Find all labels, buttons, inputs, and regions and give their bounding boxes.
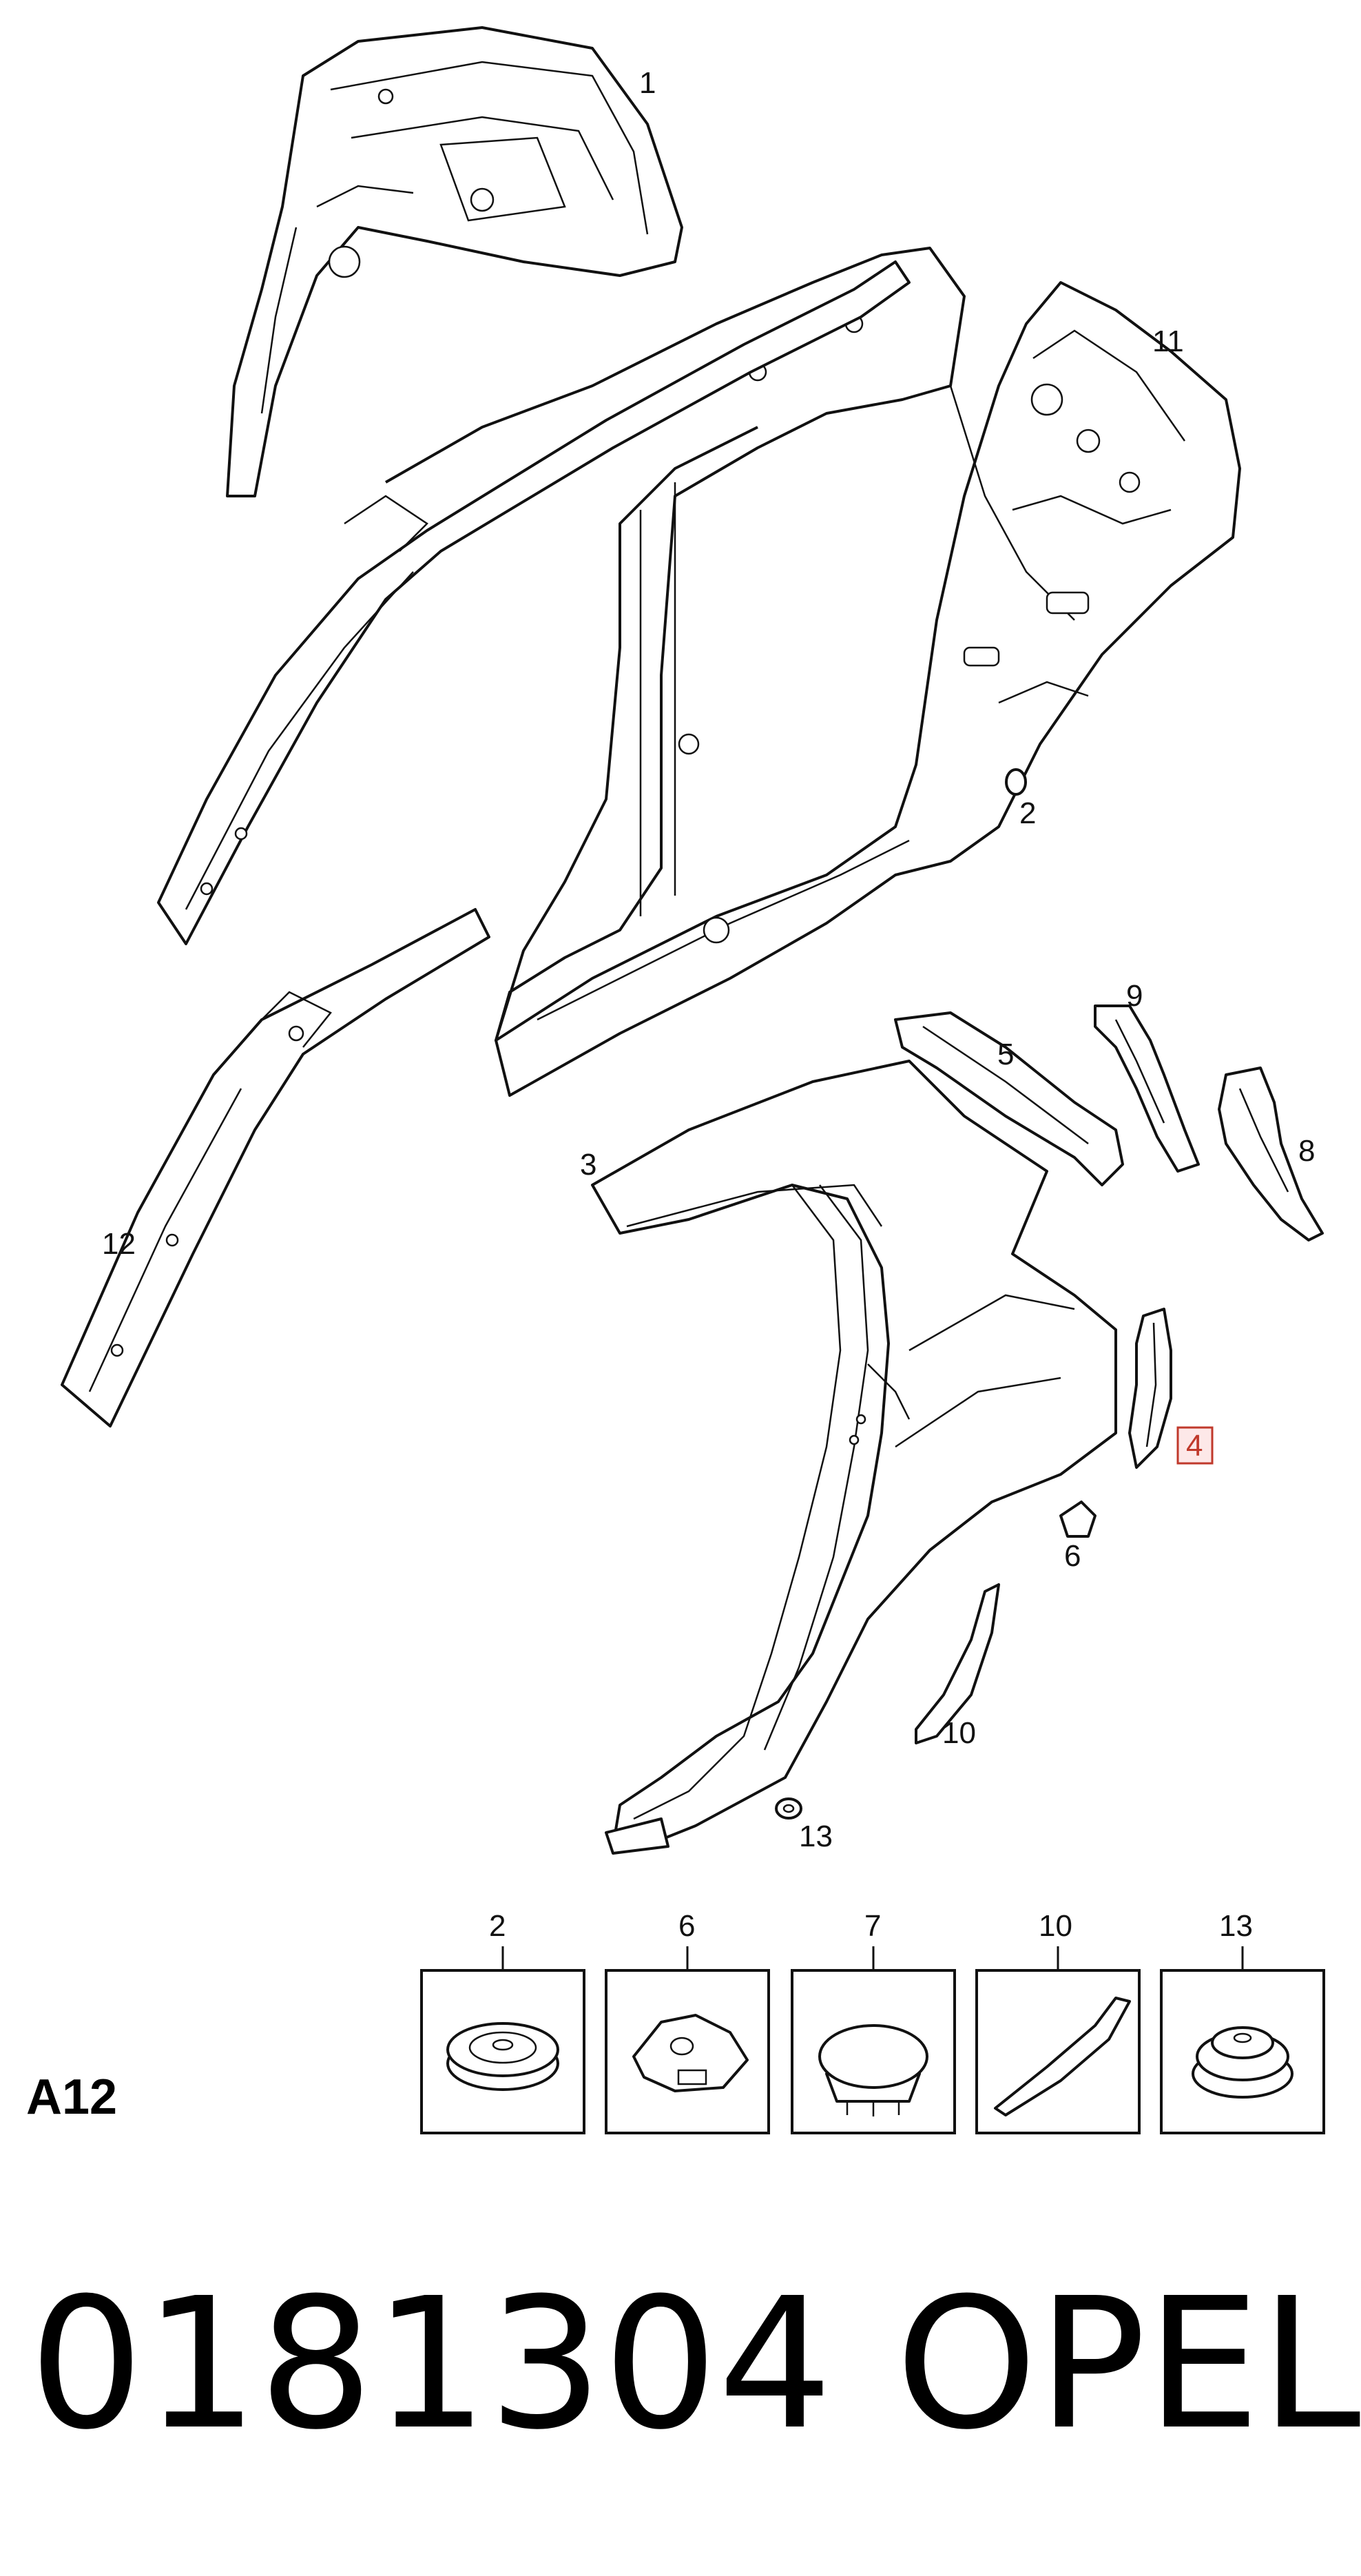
callout-5: 5	[997, 1038, 1014, 1071]
part-11-body-side-inner	[385, 247, 1241, 1097]
callout-1: 1	[639, 66, 656, 100]
part-2-grommet-small	[1005, 768, 1027, 796]
detail-label-7: 7	[864, 1909, 881, 1943]
detail-label-13: 13	[1219, 1909, 1253, 1943]
callout-10: 10	[942, 1716, 976, 1750]
callout-4-highlight-box	[1176, 1426, 1214, 1465]
detail-box-13: 13	[1160, 1909, 1325, 2134]
part-1-wheelhouse-inner	[226, 26, 683, 497]
part-3-quarter-panel	[591, 1060, 1117, 1855]
section-code: A12	[26, 2070, 117, 2125]
part-12-lower-rail	[61, 908, 490, 1428]
callout-11: 11	[1152, 324, 1184, 358]
callout-3: 3	[580, 1148, 596, 1182]
part-number: 0181304	[29, 2259, 833, 2469]
callout-4: 4	[1186, 1429, 1203, 1463]
roof-rail	[157, 260, 911, 945]
callout-2: 2	[1019, 796, 1036, 830]
callout-12: 12	[102, 1227, 136, 1261]
part-8-bracket	[1218, 1067, 1324, 1241]
brand-name: OPEL	[895, 2259, 1361, 2469]
detail-box-7: 7	[791, 1909, 956, 2134]
detail-label-10: 10	[1039, 1909, 1072, 1943]
part-6-clip	[1059, 1501, 1097, 1538]
detail-box-2: 2	[420, 1909, 585, 2134]
callout-8: 8	[1298, 1134, 1315, 1168]
detail-box-6: 6	[605, 1909, 770, 2134]
part-4-reinforcement	[1128, 1308, 1172, 1469]
part-9-reinforcement	[1094, 1004, 1200, 1173]
part-13-grommet-small	[775, 1797, 802, 1820]
detail-box-10: 10	[975, 1909, 1141, 2134]
detail-label-6: 6	[678, 1909, 695, 1943]
callout-9: 9	[1126, 979, 1143, 1013]
callout-6: 6	[1064, 1539, 1081, 1573]
callout-13: 13	[799, 1820, 833, 1853]
detail-label-2: 2	[489, 1909, 506, 1943]
part-10-seal	[915, 1583, 1000, 1744]
part-5-bracket	[894, 1011, 1124, 1186]
